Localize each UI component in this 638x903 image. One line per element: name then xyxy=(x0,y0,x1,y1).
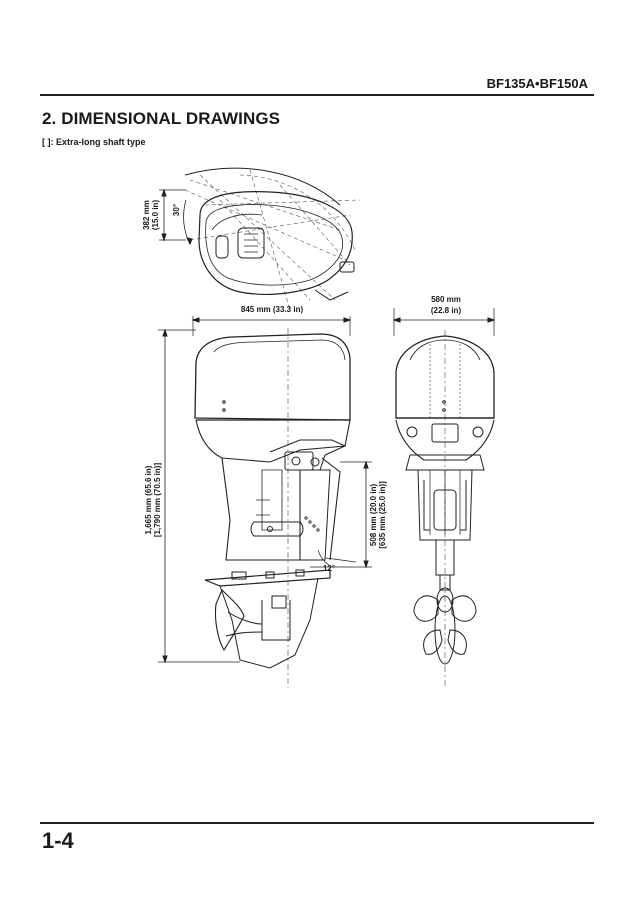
header-rule xyxy=(40,94,594,96)
transom-xl-label: [635 mm (25.0 in)] xyxy=(378,481,387,549)
length-label: 845 mm (33.3 in) xyxy=(241,305,304,314)
model-name: BF135A•BF150A xyxy=(486,76,588,91)
tilt-height-in-label: (15.0 in) xyxy=(151,200,160,231)
tilt-angle-label: 30° xyxy=(172,204,181,216)
footer-rule xyxy=(40,822,594,824)
rear-view xyxy=(392,308,496,688)
page-number: 1-4 xyxy=(42,828,74,853)
trim-angle-label: 12° xyxy=(323,564,335,573)
section-note: [ ]: Extra-long shaft type xyxy=(42,137,146,147)
transom-label: 508 mm (20.0 in) xyxy=(369,484,378,547)
tilt-height-mm-label: 382 mm xyxy=(142,200,151,230)
width-mm-label: 580 mm xyxy=(431,295,461,304)
tilt-view xyxy=(159,167,361,311)
height-label: 1,665 mm (65.6 in) xyxy=(144,465,153,534)
side-view xyxy=(158,316,372,688)
section-title: 2. DIMENSIONAL DRAWINGS xyxy=(42,109,281,128)
width-in-label: (22.8 in) xyxy=(431,306,462,315)
height-xl-label: [1,790 mm (70.5 in)] xyxy=(153,463,162,538)
